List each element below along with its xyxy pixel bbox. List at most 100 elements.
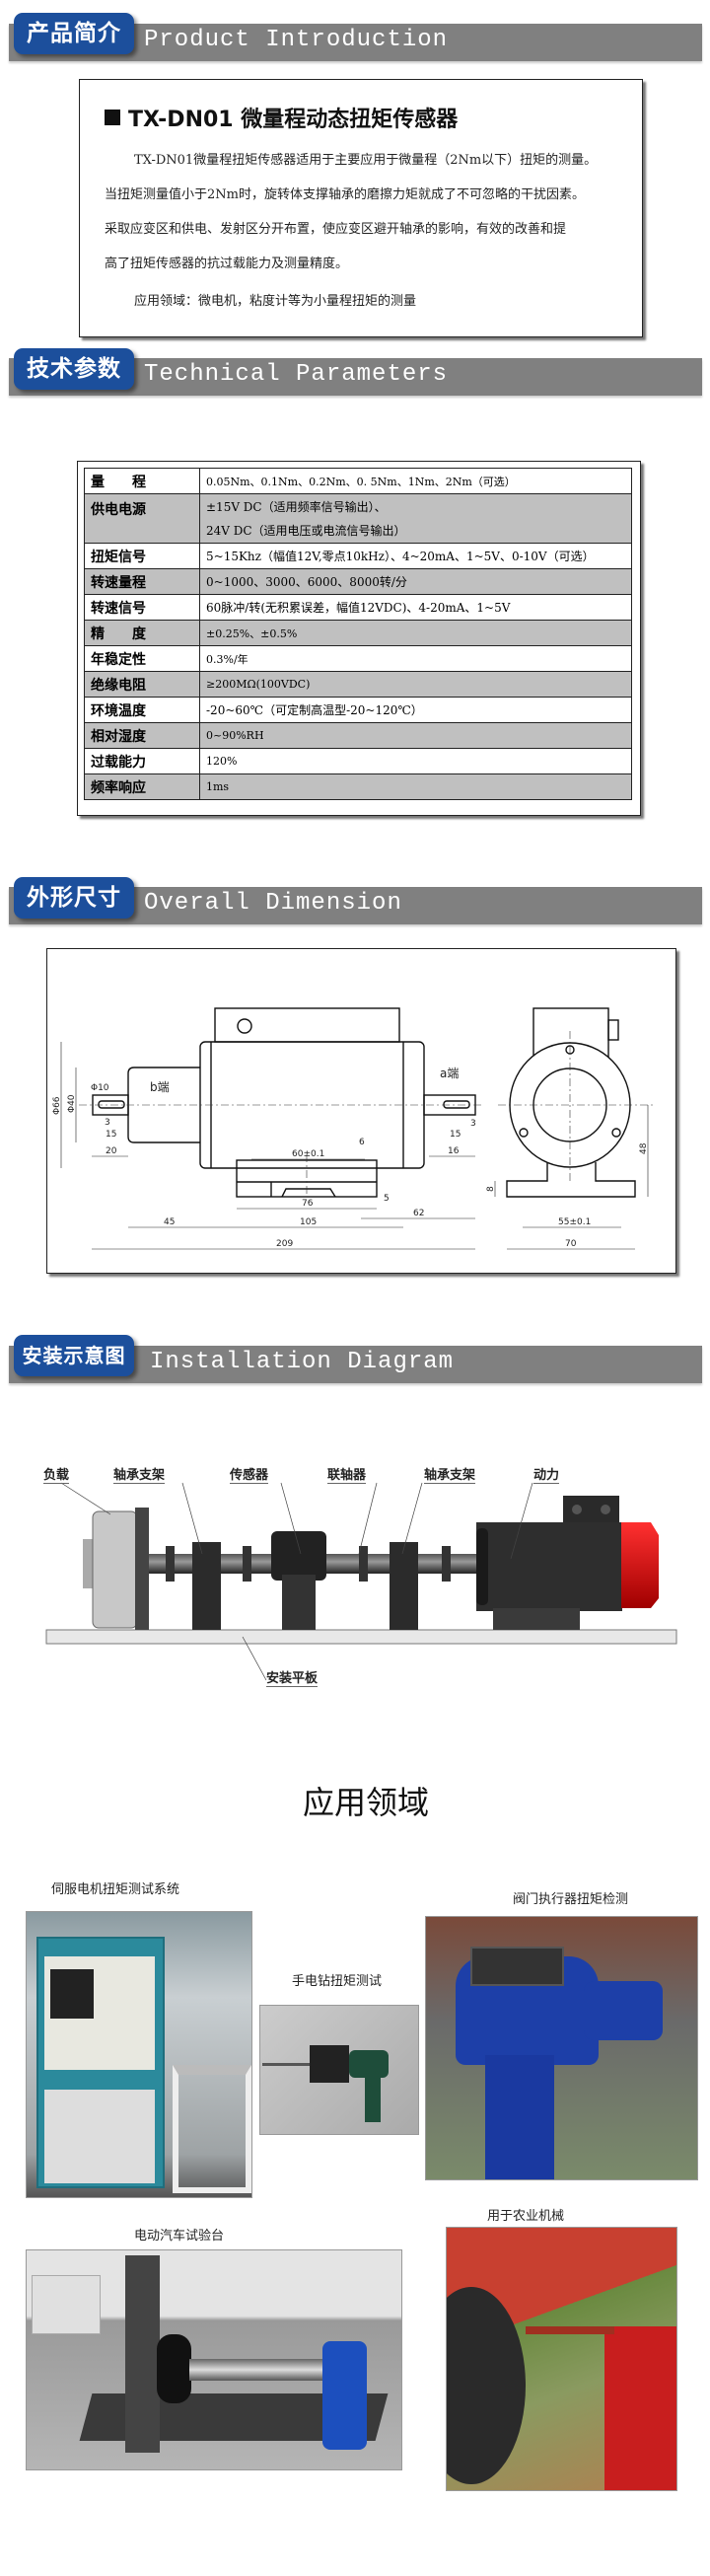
photo-ev-test-bench — [26, 2249, 402, 2470]
param-value: 120% — [199, 748, 632, 774]
dim-d10: Φ10 — [91, 1083, 109, 1093]
bearing-support-1 — [192, 1542, 221, 1630]
dim-15-left: 15 — [106, 1130, 116, 1140]
connector-box — [214, 1007, 400, 1043]
dim-6: 6 — [359, 1138, 365, 1147]
dim-3-left: 3 — [105, 1118, 110, 1128]
dim-15-right: 15 — [450, 1130, 461, 1140]
param-label: 量 程 — [84, 468, 200, 494]
param-value: 0~1000、3000、6000、8000转/分 — [199, 568, 632, 595]
product-title: TX-DN01 微量程动态扭矩传感器 — [105, 102, 458, 133]
section-title-params: Technical Parameters — [144, 361, 449, 388]
photo-servo-test-system — [26, 1911, 252, 2198]
param-value: 0~90%RH — [199, 722, 632, 749]
table-row: 绝缘电阻≥200MΩ(100VDC) — [84, 671, 632, 698]
caption-ev: 电动汽车试验台 — [134, 2229, 225, 2244]
installation-diagram — [45, 1482, 677, 1681]
mounting-plate — [45, 1629, 677, 1645]
param-label: 转速量程 — [84, 568, 200, 595]
section-badge-install: 安装示意图 — [14, 1335, 134, 1376]
param-value: ±0.25%、±0.5% — [199, 620, 632, 646]
photo-valve-actuator — [425, 1916, 698, 2180]
table-row: 供电电源 ±15V DC（适用频率信号输出）、 24V DC（适用电压或电流信号输出… — [84, 493, 632, 544]
param-value: ±15V DC（适用频率信号输出）、 — [206, 499, 387, 514]
table-row: 环境温度-20~60℃（可定制高温型-20~120℃） — [84, 697, 632, 723]
param-value: 0.05Nm、0.1Nm、0.2Nm、0. 5Nm、1Nm、2Nm（可选） — [199, 468, 632, 494]
dim-76: 76 — [302, 1199, 314, 1209]
intro-line: 采取应变区和供电、发射区分开布置，使应变区避开轴承的影响，有效的改善和提 — [105, 222, 567, 237]
photo-drill-test — [259, 2005, 419, 2135]
square-bullet-icon — [105, 110, 120, 125]
section-title-install: Installation Diagram — [150, 1349, 455, 1375]
intro-box: TX-DN01 微量程动态扭矩传感器 TX-DN01微量程扭矩传感器适用于主要应… — [79, 79, 643, 337]
dim-55: 55±0.1 — [558, 1217, 591, 1227]
param-value: 1ms — [199, 773, 632, 800]
dim-d66: Φ66 — [52, 1096, 62, 1115]
dim-60: 60±0.1 — [292, 1149, 324, 1159]
label-power: 动力 — [533, 1464, 560, 1484]
section-badge-params: 技术参数 — [14, 348, 134, 390]
caption-drill: 手电钻扭矩测试 — [292, 1974, 383, 1989]
dim-5: 5 — [384, 1194, 390, 1204]
intro-line: 高了扭矩传感器的抗过载能力及测量精度。 — [105, 257, 349, 271]
dimension-drawing: 209 45 105 62 76 60±0.1 6 5 20 15 3 Φ10 … — [52, 1007, 653, 1250]
param-label: 过载能力 — [84, 748, 200, 774]
caption-valve: 阀门执行器扭矩检测 — [513, 1892, 629, 1907]
param-label: 年稳定性 — [84, 645, 200, 672]
dim-45: 45 — [164, 1217, 175, 1227]
param-value: 5~15Khz（幅值12V,零点10kHz）、4~20mA、1~5V、0-10V… — [199, 543, 632, 569]
dim-70: 70 — [565, 1239, 577, 1249]
dim-16: 16 — [448, 1146, 460, 1156]
photo-agricultural-machinery — [446, 2227, 677, 2491]
label-coupling: 联轴器 — [327, 1464, 367, 1484]
intro-line: 当扭矩测量值小于2Nm时，旋转体支撑轴承的磨擦力矩就成了不可忽略的干扰因素。 — [105, 187, 585, 202]
dim-20: 20 — [106, 1146, 117, 1156]
dim-105: 105 — [300, 1217, 317, 1227]
param-label: 频率响应 — [84, 773, 200, 800]
label-bearing-support-2: 轴承支架 — [424, 1464, 476, 1484]
section-title-intro: Product Introduction — [144, 27, 449, 53]
a-end-label: a端 — [440, 1067, 459, 1080]
param-label: 供电电源 — [84, 493, 200, 544]
param-label: 精 度 — [84, 620, 200, 646]
section-badge-dimension: 外形尺寸 — [14, 877, 134, 919]
intro-application: 应用领域：微电机，粘度计等为小量程扭矩的测量 — [134, 294, 417, 309]
b-end-label: b端 — [150, 1080, 170, 1094]
product-title-text: TX-DN01 微量程动态扭矩传感器 — [128, 108, 459, 132]
table-row: 精 度±0.25%、±0.5% — [84, 620, 632, 646]
connector-symbol-icon — [237, 1018, 252, 1034]
motor-terminal-box — [563, 1496, 619, 1522]
intro-line: TX-DN01微量程扭矩传感器适用于主要应用于微量程（2Nm以下）扭矩的测量。 — [134, 153, 598, 168]
param-label: 绝缘电阻 — [84, 671, 200, 698]
motor-red-cover — [621, 1522, 659, 1608]
label-mounting-plate: 安装平板 — [266, 1667, 319, 1687]
label-load: 负载 — [43, 1464, 70, 1484]
dim-3-right: 3 — [470, 1119, 476, 1129]
load-unit — [92, 1510, 138, 1629]
label-sensor: 传感器 — [230, 1464, 269, 1484]
couplings — [166, 1546, 451, 1582]
applications-title: 应用领域 — [302, 1784, 429, 1821]
param-label: 转速信号 — [84, 594, 200, 621]
param-value: 0.3%/年 — [199, 645, 632, 672]
dim-d40: Φ40 — [67, 1094, 77, 1113]
param-value: -20~60℃（可定制高温型-20~120℃） — [199, 697, 632, 723]
dim-48: 48 — [639, 1142, 649, 1154]
dim-209: 209 — [276, 1239, 293, 1249]
torque-sensor — [271, 1531, 326, 1581]
param-value: 24V DC（适用电压或电流信号输出） — [206, 523, 406, 538]
param-label: 环境温度 — [84, 697, 200, 723]
section-badge-intro: 产品简介 — [14, 13, 134, 54]
dim-62: 62 — [413, 1209, 424, 1218]
param-label: 相对湿度 — [84, 722, 200, 749]
motor-body — [476, 1522, 622, 1611]
dim-8: 8 — [486, 1186, 496, 1192]
